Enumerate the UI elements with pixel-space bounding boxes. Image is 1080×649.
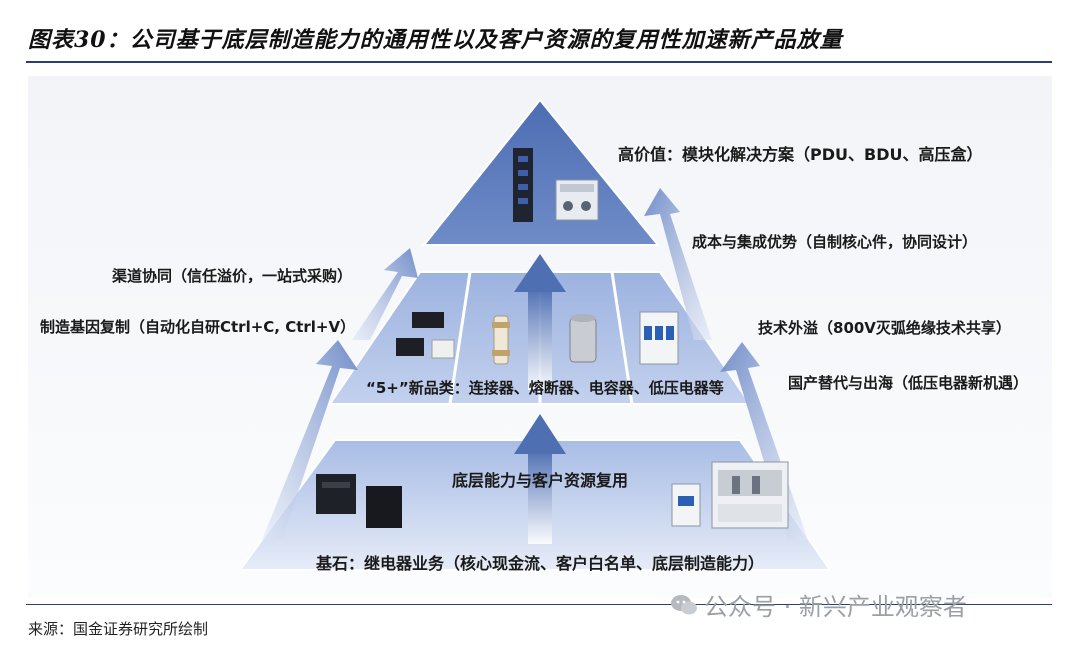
breaker-base-image [671, 483, 701, 527]
pdu-cabinet-image [513, 148, 533, 222]
right-middle-label: 技术外溢（800V灭弧绝缘技术共享） [758, 319, 1011, 337]
middle-divider-3 [610, 271, 634, 405]
middle-divider-1 [448, 271, 472, 405]
right-lower-label: 国产替代与出海（低压电器新机遇） [788, 374, 1028, 392]
foundation-label: 基石：继电器业务（核心现金流、客户白名单、底层制造能力） [315, 554, 764, 573]
base-center-label: 底层能力与客户资源复用 [452, 471, 628, 490]
right-arrow-upper [644, 188, 712, 340]
high-voltage-box-image [555, 179, 599, 221]
left-upper-label: 渠道协同（信任溢价，一站式采购） [112, 267, 352, 285]
middle-tier-label: “5+”新品类：连接器、熔断器、电容器、低压电器等 [366, 379, 724, 397]
title-rule [26, 61, 1052, 63]
capacitor-image [569, 314, 597, 363]
left-arrow-lower [262, 340, 358, 540]
fuse-image [492, 315, 510, 365]
center-arrow-lower [514, 414, 566, 544]
left-arrow-upper [352, 248, 418, 340]
top-tier-label: 高价值：模块化解决方案（PDU、BDU、高压盒） [618, 145, 982, 164]
relay-image [316, 474, 402, 528]
watermark-text: 公众号 · 新兴产业观察者 [704, 593, 967, 621]
right-upper-label: 成本与集成优势（自制核心件，协同设计） [692, 233, 977, 251]
connector-image [396, 312, 455, 359]
watermark: 公众号 · 新兴产业观察者 [670, 587, 967, 623]
automation-equipment-image [711, 461, 789, 529]
left-lower-label: 制造基因复制（自动化自研Ctrl+C, Ctrl+V） [40, 318, 355, 336]
source-rule [26, 604, 1052, 605]
circuit-breaker-image [639, 311, 679, 365]
source-note: 来源：国金证券研究所绘制 [28, 620, 209, 638]
pyramid-top-tier [421, 98, 661, 246]
figure-title: 图表30：公司基于底层制造能力的通用性以及客户资源的复用性加速新产品放量 [28, 27, 843, 53]
wechat-icon [670, 593, 698, 623]
center-arrow-upper [514, 254, 566, 390]
